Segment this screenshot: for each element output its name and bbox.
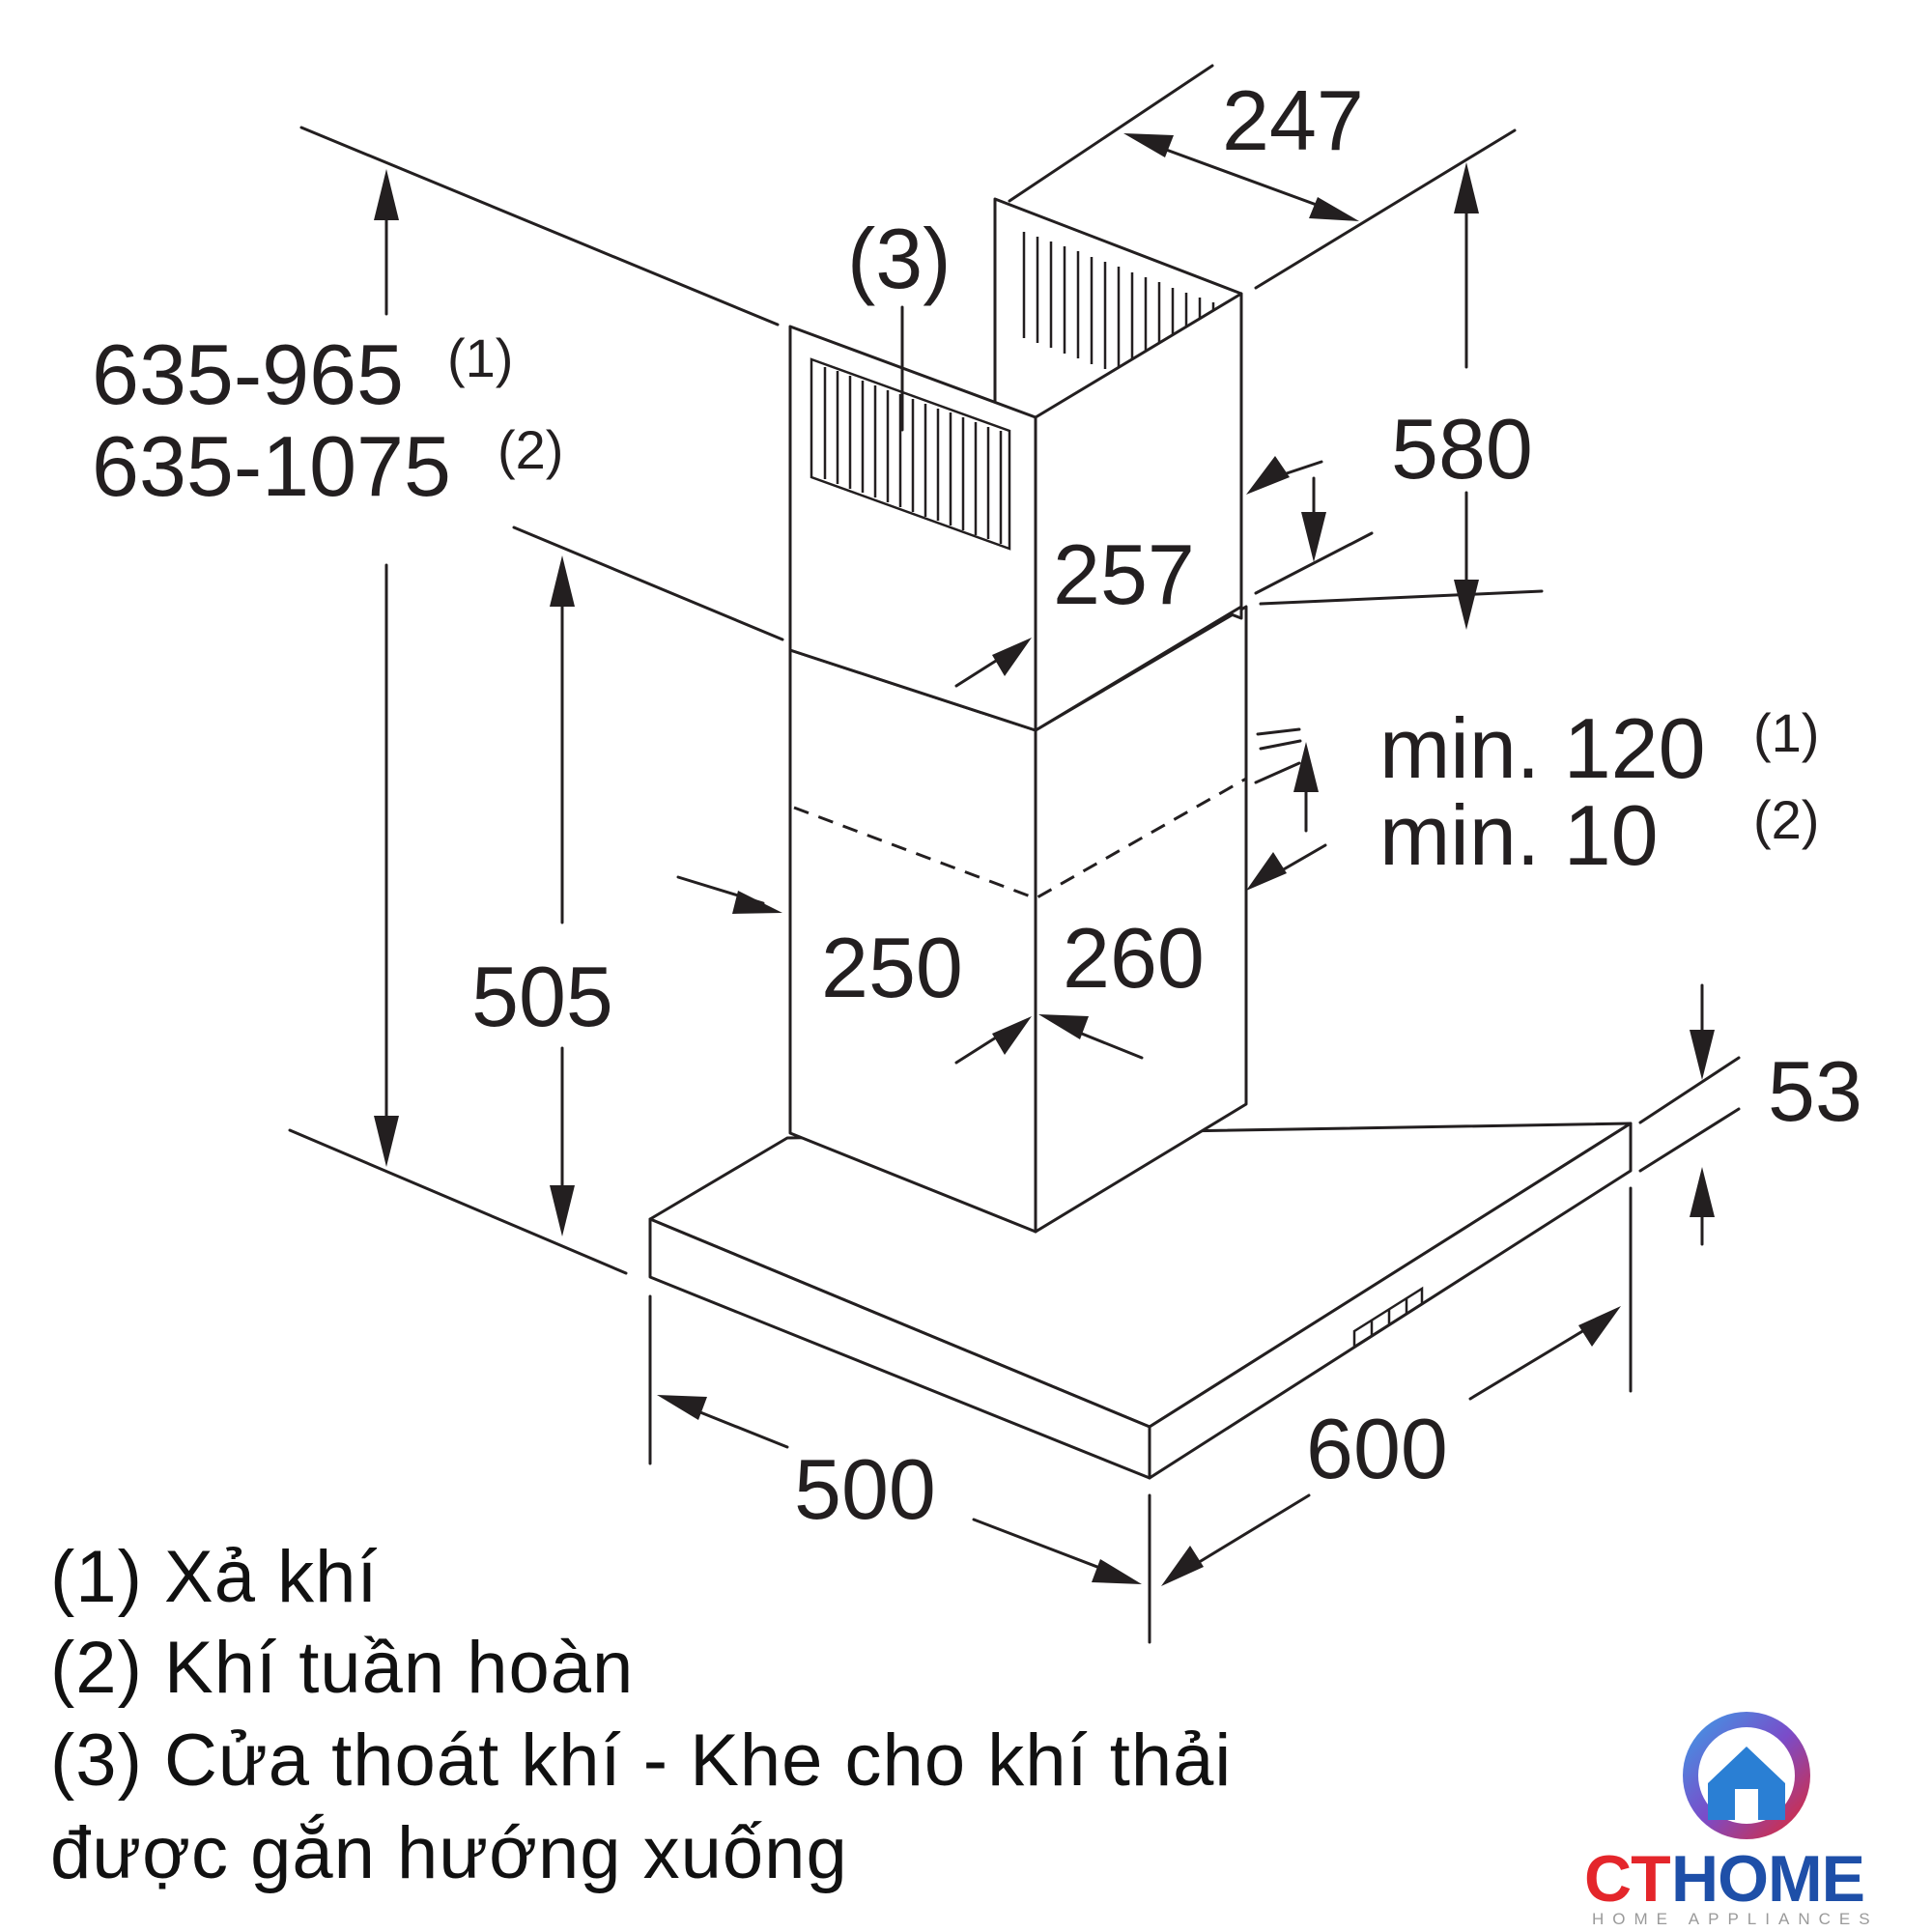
label-canopy-depth: 500	[794, 1441, 936, 1537]
label-lower-chimney-height: 505	[471, 949, 613, 1044]
outlet-vent-slots	[810, 357, 1011, 551]
label-chimney-lower-depth: 250	[821, 920, 963, 1015]
control-panel	[1352, 1286, 1424, 1350]
lower-chimney	[788, 605, 1248, 1234]
label-height-total: 635-965	[92, 327, 404, 422]
note-height-total-alt: (2)	[497, 419, 563, 480]
upper-chimney-right-face	[1034, 292, 1243, 732]
label-height-total-alt: 635-1075	[92, 418, 451, 514]
label-outlet-callout: (3)	[847, 211, 952, 306]
label-chimney-min: min. 120	[1379, 700, 1706, 796]
logo-tagline: HOME APPLIANCES	[1592, 1910, 1879, 1928]
note-height-total: (1)	[447, 327, 513, 388]
label-canopy-width: 600	[1306, 1401, 1448, 1496]
label-chimney-inner-width: 257	[1053, 526, 1195, 622]
label-chimney-lower-width: 260	[1063, 910, 1205, 1006]
dimension-labels: (3) 635-965 (1) 635-1075 (2) 247 580 257…	[92, 72, 1862, 1537]
logo-brand-prefix: CT	[1584, 1842, 1670, 1916]
legend-item-1: (1) Xả khí	[50, 1536, 378, 1618]
lower-chimney-right-face	[1034, 605, 1248, 1234]
hidden-overlap-line	[793, 777, 1247, 900]
note-chimney-min-alt: (2)	[1753, 789, 1819, 850]
canopy-side-face	[1148, 1122, 1633, 1480]
label-chimney-min-alt: min. 10	[1379, 787, 1659, 883]
house-icon	[1683, 1712, 1810, 1839]
logo-brand-suffix: HOME	[1671, 1842, 1864, 1916]
extension-lines	[288, 64, 1741, 1644]
cthome-logo: CT HOME HOME APPLIANCES	[1584, 1712, 1879, 1928]
note-chimney-min: (1)	[1753, 702, 1819, 763]
legend-item-3-continued: được gắn hướng xuống	[50, 1812, 848, 1894]
dimension-arrows	[374, 133, 1715, 1586]
legend-item-2: (2) Khí tuần hoàn	[50, 1627, 634, 1709]
legend-item-3: (3) Cửa thoát khí - Khe cho khí thải	[50, 1719, 1232, 1802]
label-canopy-thickness: 53	[1768, 1043, 1862, 1139]
upper-chimney	[788, 197, 1243, 732]
label-chimney-outer-depth: 247	[1222, 72, 1364, 168]
hood-canopy	[648, 1122, 1633, 1480]
label-chimney-upper: 580	[1391, 401, 1533, 497]
legend: (1) Xả khí (2) Khí tuần hoàn (3) Cửa tho…	[50, 1536, 1232, 1894]
